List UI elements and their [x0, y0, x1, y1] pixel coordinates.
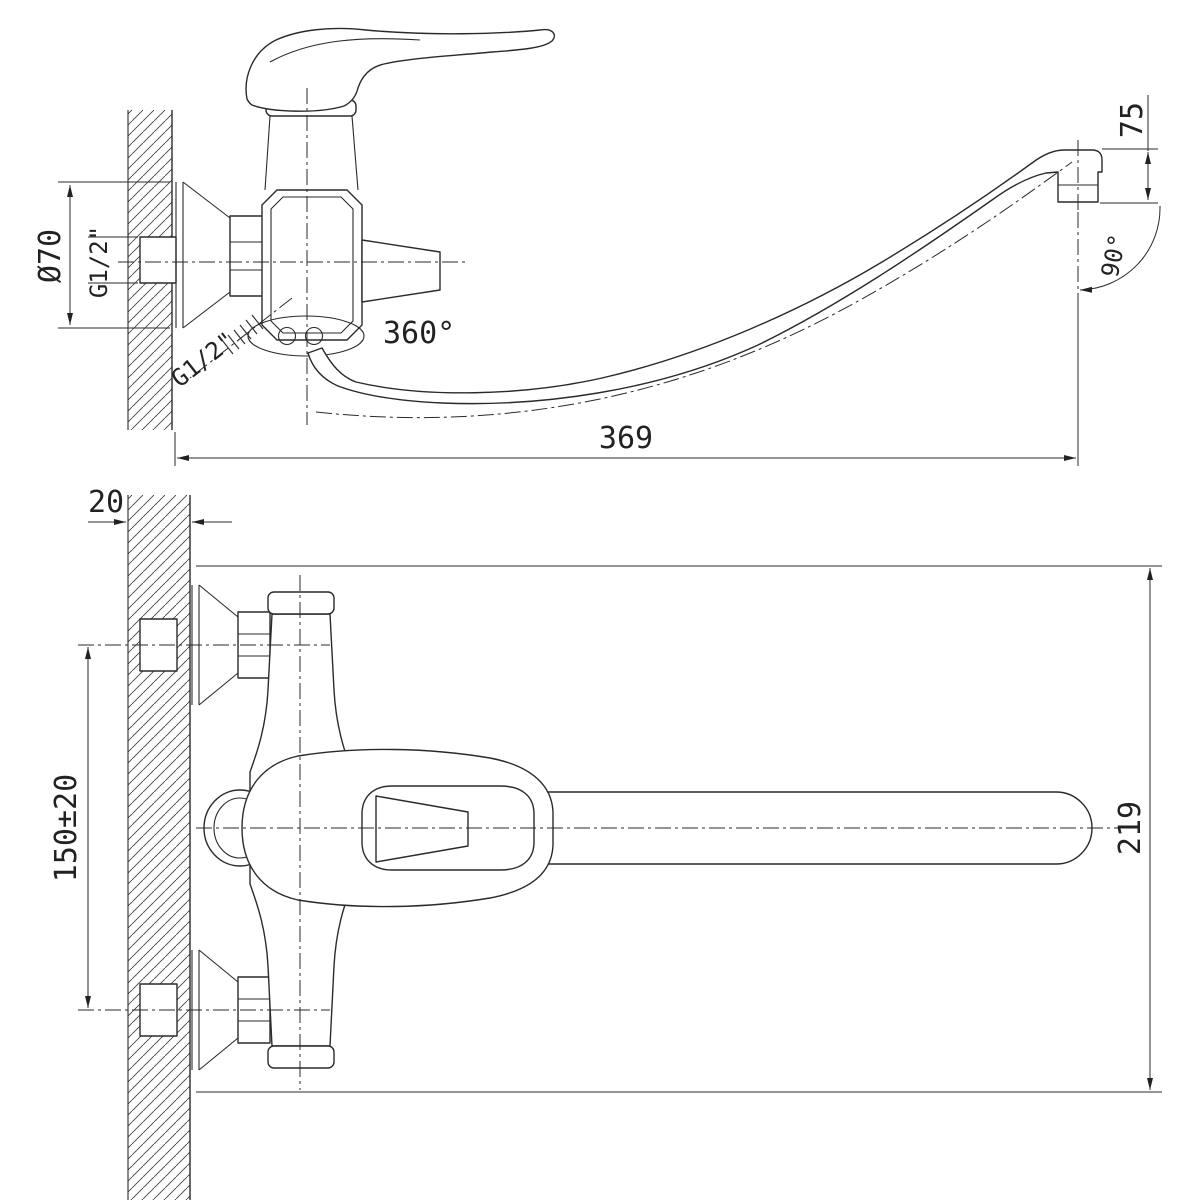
dimension-wall-thickness: 20: [88, 485, 232, 532]
dim-label-wall-thickness: 20: [88, 485, 124, 520]
front-view: 20 150±20 219: [49, 485, 1162, 1200]
dim-label-spout-drop: 75: [1115, 102, 1150, 138]
wall-escutcheon-side: [175, 181, 231, 329]
dim-label-flange-diameter: Ø70: [33, 229, 68, 283]
shower-outlet-thread: [221, 314, 264, 355]
dimension-inlet-thread: G1/2": [85, 226, 138, 298]
dim-label-outlet-angle: 90°: [1096, 231, 1132, 279]
centerlines-front: [78, 575, 1140, 1090]
spout-centerline: [315, 161, 1073, 419]
dim-label-swivel: 360°: [383, 316, 455, 351]
side-view: Ø70 G1/2" G1/2" 360° 369 75: [33, 27, 1161, 466]
body-top-cap: [267, 591, 335, 615]
dim-label-spout-reach: 369: [599, 421, 653, 456]
dimension-flange-diameter: Ø70: [33, 181, 170, 329]
wall-escutcheon-bottom: [191, 949, 271, 1071]
spout-side: [307, 149, 1103, 419]
wall-escutcheon-top: [191, 584, 271, 706]
handle-lever-wedge: [375, 795, 469, 863]
lever-handle-side: [245, 27, 556, 112]
dimension-inlet-spacing: 150±20: [49, 647, 91, 1008]
inlet-pipe-stub-side: [139, 236, 177, 284]
diverter-knob-side: [361, 239, 441, 303]
valve-body-side: [261, 189, 363, 341]
centerlines-side: [118, 88, 1079, 425]
dimension-spout-drop: 75: [1100, 95, 1158, 204]
body-bottom-cap: [267, 1045, 335, 1069]
connection-nut-side: [229, 215, 264, 297]
dimension-overall-height: 219: [196, 565, 1162, 1093]
dimension-spout-reach: 369: [174, 300, 1079, 466]
dim-label-inlet-thread: G1/2": [85, 226, 113, 298]
dimension-outlet-angle: 90°: [1079, 205, 1161, 293]
dim-label-shower-thread: G1/2": [166, 326, 240, 393]
cartridge-neck-side: [264, 99, 359, 191]
wall-section-front: [127, 495, 191, 1200]
dim-label-inlet-spacing: 150±20: [49, 774, 84, 882]
dim-label-overall-height: 219: [1113, 801, 1148, 855]
